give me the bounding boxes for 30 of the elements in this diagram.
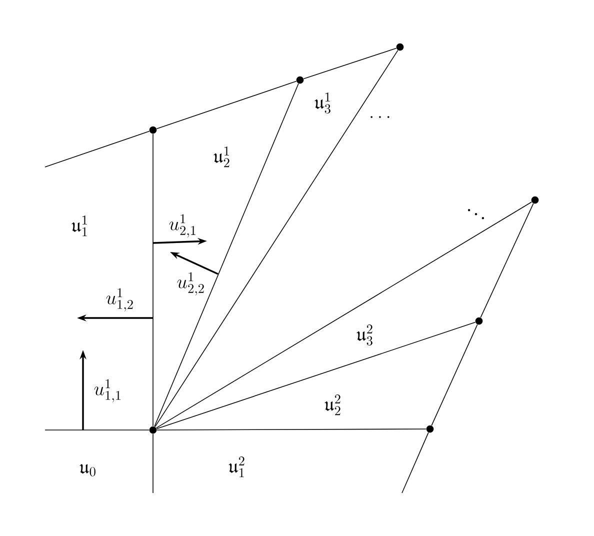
point — [426, 425, 434, 433]
region-label: $\mathfrak{u}_1^1$ — [72, 216, 87, 236]
line — [156, 322, 476, 430]
line — [44, 130, 150, 168]
point — [396, 43, 404, 51]
line — [154, 50, 398, 428]
region-label: $u_{1,2}^1$ — [106, 288, 133, 312]
region-label: $\dots$ — [370, 116, 390, 118]
point — [531, 196, 539, 204]
region-label: $\mathfrak{u}_2^2$ — [324, 394, 340, 416]
line — [156, 428, 426, 430]
region-label: $\mathfrak{u}_0$ — [80, 464, 96, 476]
point — [149, 126, 157, 134]
line — [431, 324, 478, 426]
region-label: $\mathfrak{u}_1^2$ — [228, 456, 244, 478]
line — [156, 202, 532, 428]
line — [402, 432, 429, 494]
line — [156, 80, 297, 130]
region-label: $\mathfrak{u}_2^1$ — [214, 146, 230, 168]
line — [303, 48, 397, 80]
point — [296, 76, 304, 84]
region-label: $u_{2,2}^1$ — [177, 272, 204, 296]
line — [480, 203, 534, 318]
point — [475, 317, 483, 325]
line — [154, 83, 299, 427]
line — [152, 134, 154, 426]
region-label: $u_{2,1}^1$ — [169, 214, 196, 238]
region-label: $\mathfrak{u}_3^2$ — [356, 324, 372, 346]
point — [149, 426, 157, 434]
line — [152, 434, 154, 494]
